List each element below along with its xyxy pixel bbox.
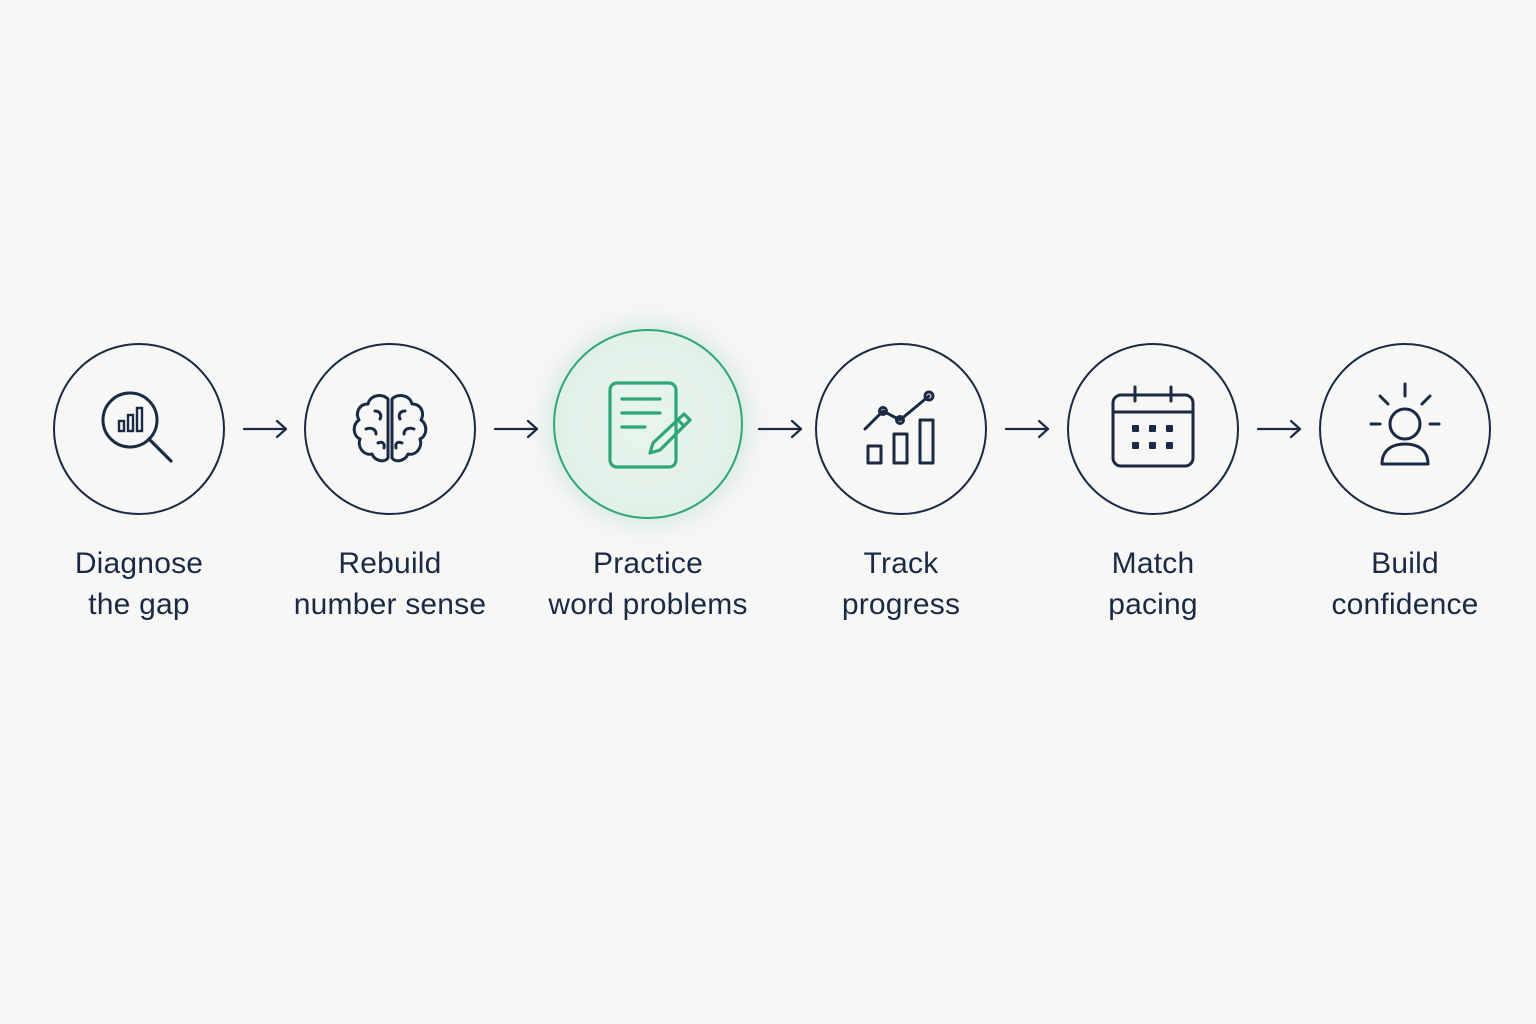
step-label-line1: Match [1111,547,1195,580]
step-label-line1: Practice [593,547,703,580]
calendar-icon [1111,385,1195,468]
step-label-line2: number sense [293,588,487,621]
step-label-line2: word problems [548,588,748,621]
step-label: Match pacing [1023,543,1283,625]
document-pencil-icon [608,381,692,469]
step-label: Rebuild number sense [260,543,520,625]
step-label-line2: the gap [88,588,190,621]
step-label-line1: Rebuild [338,547,442,580]
arrow-right-icon [757,419,803,439]
magnifier-chart-icon [101,391,173,463]
step-circle [1319,343,1491,515]
step-label: Diagnose the gap [9,543,269,625]
step-label-line1: Diagnose [74,547,204,580]
step-label: Practice word problems [518,543,778,625]
person-shine-icon [1369,382,1441,466]
arrow-right-icon [1256,419,1302,439]
step-label: Build confidence [1275,543,1535,625]
step-label-line1: Build [1371,547,1439,580]
step-label-line2: pacing [1108,588,1198,621]
arrow-right-icon [493,419,539,439]
arrow-right-icon [1004,419,1050,439]
step-label-line2: confidence [1331,588,1479,621]
step-label: Track progress [771,543,1031,625]
step-circle [53,343,225,515]
growth-chart-icon [863,390,935,465]
step-circle [815,343,987,515]
step-circle [1067,343,1239,515]
step-label-line2: progress [841,588,961,621]
step-circle [304,343,476,515]
arrow-right-icon [242,419,288,439]
step-circle-active [553,329,743,519]
step-label-line1: Track [863,547,939,580]
brain-icon [352,394,428,463]
